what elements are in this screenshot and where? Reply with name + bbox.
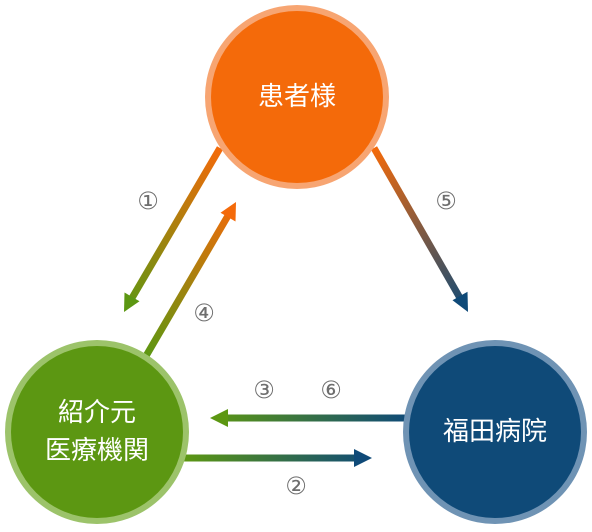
arrow-referrer-to-patient — [142, 202, 236, 358]
patient-node: 患者様 — [205, 5, 389, 189]
arrow-patient-to-referrer — [124, 146, 224, 312]
referrer-label-line2: 医療機関 — [45, 436, 149, 466]
step-2-label: ② — [285, 472, 307, 500]
hospital-label: 福田病院 — [443, 417, 547, 447]
step-4-label: ④ — [193, 299, 215, 327]
referrer-node: 紹介元 医療機関 — [5, 340, 189, 524]
hospital-node: 福田病院 — [403, 340, 587, 524]
step-6-label: ⑥ — [320, 376, 342, 404]
step-3-label: ③ — [253, 376, 275, 404]
step-1-label: ① — [137, 187, 159, 215]
arrow-hospital-to-referrer — [210, 409, 408, 427]
arrow-referrer-to-hospital — [184, 449, 372, 467]
patient-label: 患者様 — [258, 82, 336, 112]
referrer-label-line1: 紹介元 — [58, 398, 136, 428]
arrow-patient-to-hospital — [370, 146, 468, 312]
step-5-label: ⑤ — [435, 187, 457, 215]
